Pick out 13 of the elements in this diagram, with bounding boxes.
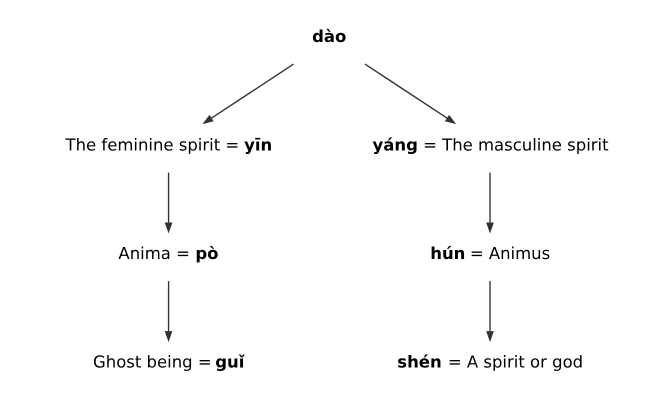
arrow xyxy=(164,280,172,342)
node-text: Anima = pò xyxy=(118,244,218,263)
node-text: shén = A spirit or god xyxy=(396,352,583,372)
arrow xyxy=(486,280,494,342)
arrow xyxy=(364,63,456,124)
arrow xyxy=(486,172,494,234)
arrow xyxy=(164,172,172,234)
node-text: dào xyxy=(312,26,346,46)
arrow xyxy=(202,63,294,124)
node-text: hún = Animus xyxy=(430,244,550,263)
node-text: Ghost being = guǐ xyxy=(92,352,244,372)
node-text: The feminine spirit = yīn xyxy=(65,135,272,154)
node-text: yáng = The masculine spirit xyxy=(372,135,608,154)
